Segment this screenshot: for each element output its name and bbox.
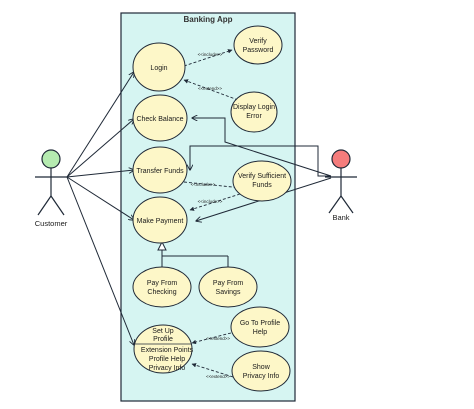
- use-case-label: Go To Profile: [240, 320, 280, 327]
- stereotype-include: <<include>>: [198, 52, 223, 57]
- use-case-label: Help: [253, 329, 268, 336]
- customer-associations: [66, 72, 134, 345]
- use-case-label: Verify Sufficient: [238, 173, 286, 180]
- actor-label: Customer: [35, 219, 68, 228]
- use-case-go-to-profile-help[interactable]: Go To Profile Help: [230, 306, 290, 348]
- use-case-set-up-profile[interactable]: Set Up Profile Extension Points Profile …: [133, 324, 194, 374]
- actor-label: Bank: [332, 213, 349, 222]
- use-case-label: Pay From: [147, 280, 178, 287]
- use-case-show-privacy-info[interactable]: Show Privacy Info: [231, 350, 291, 392]
- system-title: Banking App: [183, 15, 232, 24]
- extension-point: Privacy Info: [149, 365, 186, 372]
- dependency-relations: [183, 49, 243, 378]
- actor-customer[interactable]: [35, 149, 67, 216]
- use-case-make-payment[interactable]: Make Payment: [132, 196, 188, 244]
- use-case-display-login-error[interactable]: Display Login Error: [230, 91, 278, 133]
- use-case-pay-from-checking[interactable]: Pay From Checking: [132, 266, 192, 308]
- use-case-label: Profile: [153, 336, 173, 343]
- use-case-verify-sufficient-funds[interactable]: Verify Sufficient Funds: [232, 160, 292, 202]
- use-case-label: Privacy Info: [243, 373, 280, 380]
- actor-bank[interactable]: [325, 149, 357, 214]
- use-case-label: Verify: [249, 38, 267, 45]
- stereotype-extend: <<extend>>: [206, 336, 230, 341]
- stereotype-include: <<include>>: [191, 182, 216, 187]
- stereotype-include: <<include>>: [198, 199, 223, 204]
- stereotype-extend: <<extend>>: [198, 86, 222, 91]
- use-case-label: Login: [150, 65, 167, 72]
- extension-point: Profile Help: [149, 356, 185, 363]
- use-case-label: Show: [252, 364, 270, 371]
- use-case-label: Funds: [252, 182, 272, 189]
- use-case-label: Transfer Funds: [136, 168, 184, 175]
- use-case-transfer-funds[interactable]: Transfer Funds: [132, 146, 188, 194]
- use-case-label: Set Up: [152, 328, 174, 335]
- use-case-label: Password: [243, 47, 274, 54]
- use-case-label: Pay From: [213, 280, 244, 287]
- use-case-label: Check Balance: [136, 116, 183, 123]
- use-case-login[interactable]: Login: [132, 42, 186, 92]
- bank-head: [331, 149, 351, 169]
- use-case-label: Checking: [147, 289, 176, 296]
- customer-head: [41, 149, 61, 169]
- use-case-check-balance[interactable]: Check Balance: [132, 94, 188, 142]
- use-case-pay-from-savings[interactable]: Pay From Savings: [198, 266, 258, 308]
- stereotype-extend: <<extend>>: [206, 374, 230, 379]
- use-case-label: Display Login: [233, 104, 275, 111]
- use-case-label: Savings: [216, 289, 241, 296]
- use-case-label: Error: [246, 113, 262, 120]
- extension-points-heading: Extension Points: [141, 347, 194, 354]
- use-case-verify-password[interactable]: Verify Password: [233, 25, 283, 65]
- use-case-label: Make Payment: [137, 218, 184, 225]
